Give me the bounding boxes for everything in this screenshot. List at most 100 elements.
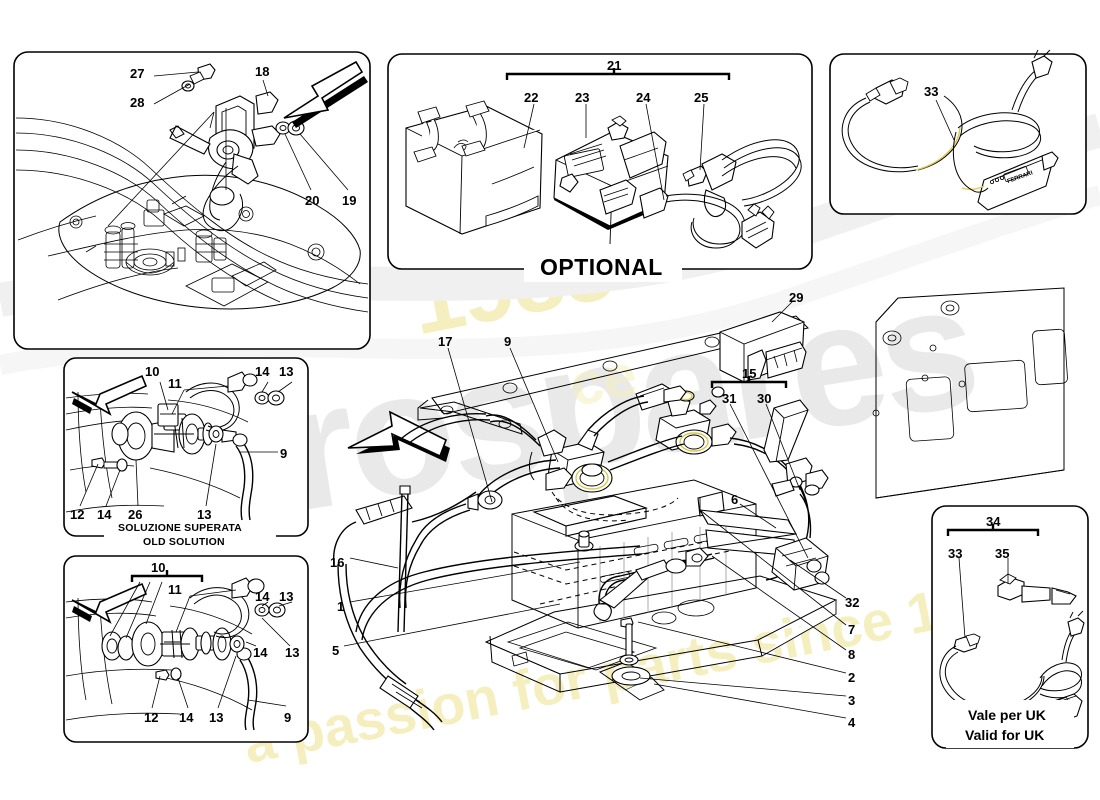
callout-uk-35: 35	[995, 546, 1009, 561]
callout-ns-13-bot: 13	[209, 710, 223, 725]
part-24-25-cables	[665, 139, 802, 249]
callout-7: 7	[848, 622, 855, 637]
callout-2: 2	[848, 670, 855, 685]
part-22-carry-bag	[405, 100, 543, 235]
callout-4: 4	[848, 715, 856, 730]
callout-os-12: 12	[70, 507, 84, 522]
engine-bay-well-opening	[58, 174, 361, 310]
bracket-21	[505, 68, 731, 80]
callout-22: 22	[524, 90, 538, 105]
engine-bay-leader-lines	[107, 71, 349, 227]
bracket-15	[710, 376, 788, 388]
optional-panel: 21	[387, 53, 813, 282]
uk-caption-en: Valid for UK	[965, 727, 1044, 743]
callout-os-13-top: 13	[279, 364, 293, 379]
old-solution-caption-bg	[104, 522, 276, 550]
new-solution-panel: 10 11 14 13 14 13 12 14 13 9	[63, 555, 309, 743]
callout-os-10: 10	[145, 364, 159, 379]
old-solution-direction-arrow	[71, 374, 148, 416]
part-29-relay-module	[719, 311, 807, 383]
callout-os-26: 26	[128, 507, 142, 522]
engine-bay-terminal-assembly	[169, 63, 305, 232]
callout-16: 16	[330, 555, 344, 570]
callout-ns-12: 12	[144, 710, 158, 725]
callout-18: 18	[255, 64, 269, 79]
part-battery-tray	[484, 575, 838, 701]
callout-3: 3	[848, 693, 855, 708]
callout-20: 20	[305, 193, 319, 208]
callout-ns-14-bot: 14	[179, 710, 194, 725]
callout-ns-10: 10	[151, 560, 165, 575]
callout-19: 19	[342, 193, 356, 208]
callout-32: 32	[845, 595, 859, 610]
callout-ns-13-top: 13	[279, 589, 293, 604]
callout-os-11: 11	[168, 376, 182, 391]
callout-24: 24	[636, 90, 651, 105]
bracket-34	[946, 524, 1040, 536]
battery-terminal-cluster	[333, 383, 810, 731]
callout-31: 31	[722, 391, 736, 406]
optional-caption: OPTIONAL	[540, 254, 663, 280]
engine-bay-panel: 27 28 18 20 19	[13, 51, 371, 350]
callout-15: 15	[742, 366, 756, 381]
engine-bay-internal-parts	[69, 195, 325, 307]
callout-17: 17	[438, 334, 452, 349]
engine-bay-direction-arrow	[283, 60, 368, 128]
callout-ns-13-mid: 13	[285, 645, 299, 660]
part-28-washer	[181, 80, 195, 92]
new-solution-leader-lines	[109, 581, 293, 709]
callout-25: 25	[694, 90, 708, 105]
part-shield-panel	[872, 287, 1068, 499]
callout-1: 1	[337, 599, 344, 614]
uk-variant-panel: 34 FERRARI	[931, 505, 1089, 749]
callout-os-14-top: 14	[255, 364, 270, 379]
part-27-screw	[189, 63, 216, 85]
part-2-3-stud-and-washer	[611, 617, 651, 686]
part-7-8-clamp-hoop	[593, 547, 715, 622]
callout-5: 5	[332, 643, 339, 658]
callout-ns-14-top: 14	[255, 589, 270, 604]
callout-34: 34	[986, 514, 1001, 529]
callout-27: 27	[130, 66, 144, 81]
old-solution-caption-en: OLD SOLUTION	[143, 536, 225, 548]
callout-uk-33: 33	[948, 546, 962, 561]
callout-30: 30	[757, 391, 771, 406]
callout-9-main: 9	[504, 334, 511, 349]
old-solution-leader-lines	[79, 381, 293, 507]
charger-left-lead	[841, 77, 919, 173]
callout-ns-9: 9	[284, 710, 291, 725]
new-solution-direction-arrow	[71, 582, 148, 624]
callout-ns-14-mid: 14	[253, 645, 268, 660]
charger-leader-lines	[935, 99, 955, 141]
old-solution-caption-it: SOLUZIONE SUPERATA	[118, 522, 242, 534]
main-assembly-group: 15 17 9 29 31 30 6 16 1 5 32	[330, 287, 1068, 731]
part-30-31-group	[763, 399, 830, 591]
new-solution-assembly	[101, 577, 286, 731]
part-33-cable	[915, 95, 963, 171]
callout-8: 8	[848, 647, 855, 662]
old-solution-assembly	[91, 371, 285, 521]
part-35-connector	[997, 573, 1077, 605]
uk-caption-bg	[946, 700, 1074, 748]
callout-21: 21	[607, 58, 621, 73]
charger-coil-and-module: FERRARI	[952, 49, 1059, 211]
optional-leader-lines	[523, 103, 705, 201]
optional-caption-bg	[524, 252, 682, 282]
main-direction-arrow	[347, 410, 450, 462]
charger-panel: FERRARI 33	[829, 49, 1087, 215]
callout-29: 29	[789, 290, 803, 305]
callout-33-charger: 33	[924, 84, 938, 99]
part-upper-cross-rail	[417, 315, 809, 435]
uk-leader-lines	[958, 557, 1009, 639]
callout-os-13-bot: 13	[197, 507, 211, 522]
old-solution-body-contour	[65, 391, 249, 513]
uk-caption-it: Vale per UK	[968, 707, 1046, 723]
callout-6: 6	[731, 492, 738, 507]
callout-23: 23	[575, 90, 589, 105]
callout-28: 28	[130, 95, 144, 110]
part-23-charger-unit	[553, 115, 669, 245]
bracket-10-new	[130, 570, 204, 582]
main-leader-lines	[343, 301, 847, 719]
old-solution-panel: 10 11 14 13 9 12 14 26 13 SOLUZIONE SUPE…	[63, 357, 309, 550]
